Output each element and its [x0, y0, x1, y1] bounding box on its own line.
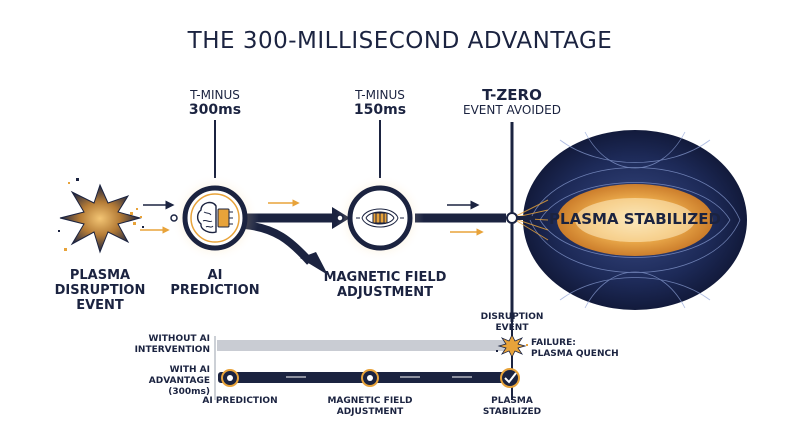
timeline-magnetic-line2: ADJUSTMENT — [336, 407, 404, 417]
magnetic-node — [336, 174, 424, 262]
ai-label-line1: AI — [207, 268, 223, 283]
comparison-timeline — [214, 322, 528, 400]
disruption-label-line1: PLASMA — [69, 268, 131, 283]
tzero-junction — [506, 212, 518, 224]
failure-line1: FAILURE: — [531, 338, 576, 348]
disruption-label-line2: DISRUPTION — [54, 283, 146, 298]
plasma-stabilized-label: PLASMA STABILIZED — [549, 210, 721, 228]
t150-label-line1: T-MINUS — [355, 88, 405, 102]
with-ai-line1: WITH AI — [169, 365, 210, 375]
check-icon — [500, 368, 520, 388]
failure-label: FAILURE: PLASMA QUENCH — [531, 338, 641, 360]
without-ai-bar — [217, 340, 511, 351]
without-ai-line1: WITHOUT AI — [148, 334, 211, 344]
timeline-disruption-line2: EVENT — [495, 323, 529, 333]
disruption-label-line3: EVENT — [76, 298, 124, 313]
with-ai-label: WITH AI ADVANTAGE (300ms) — [120, 365, 210, 398]
timeline-stabilized-label: PLASMA STABILIZED — [470, 396, 554, 418]
timeline-stabilized-line1: PLASMA — [491, 396, 533, 406]
timeline-disruption-line1: DISRUPTION — [480, 312, 544, 322]
without-ai-label: WITHOUT AI INTERVENTION — [120, 334, 210, 356]
timeline-magnetic-label: MAGNETIC FIELD ADJUSTMENT — [320, 396, 420, 418]
magnetic-label-line1: MAGNETIC FIELD — [323, 270, 447, 285]
magnetic-label-line2: ADJUSTMENT — [336, 285, 434, 300]
tzero-sublabel: EVENT AVOIDED — [463, 103, 561, 117]
t300-label-line1: T-MINUS — [190, 88, 240, 102]
failure-line2: PLASMA QUENCH — [531, 349, 619, 359]
with-ai-line3: (300ms) — [168, 387, 210, 397]
ai-node — [170, 174, 259, 262]
timeline-ai-prediction-label: AI PREDICTION — [202, 396, 278, 406]
magnetic-field-icon — [356, 208, 404, 228]
ai-label-line2: PREDICTION — [170, 283, 260, 298]
disruption-label: PLASMA DISRUPTION EVENT — [40, 268, 160, 313]
without-ai-line2: INTERVENTION — [134, 345, 210, 355]
timeline-disruption-label: DISRUPTION EVENT — [470, 312, 554, 334]
quench-burst-icon — [496, 334, 528, 358]
tzero-label: T-ZERO — [482, 86, 542, 104]
t300-label-line2: 300ms — [188, 102, 242, 118]
plasma-torus — [523, 130, 747, 310]
flow-arrows — [140, 199, 484, 236]
disruption-burst-icon — [58, 178, 144, 254]
brain-chip-icon — [196, 201, 233, 234]
ai-prediction-label: AI PREDICTION — [165, 268, 265, 298]
timeline-stabilized-line2: STABILIZED — [482, 407, 542, 417]
magnetic-field-label: MAGNETIC FIELD ADJUSTMENT — [320, 270, 450, 300]
with-ai-line2: ADVANTAGE — [148, 376, 210, 386]
t150-label-line2: 150ms — [353, 102, 407, 118]
page-title: THE 300-MILLISECOND ADVANTAGE — [187, 28, 613, 54]
timeline-magnetic-line1: MAGNETIC FIELD — [327, 396, 413, 406]
